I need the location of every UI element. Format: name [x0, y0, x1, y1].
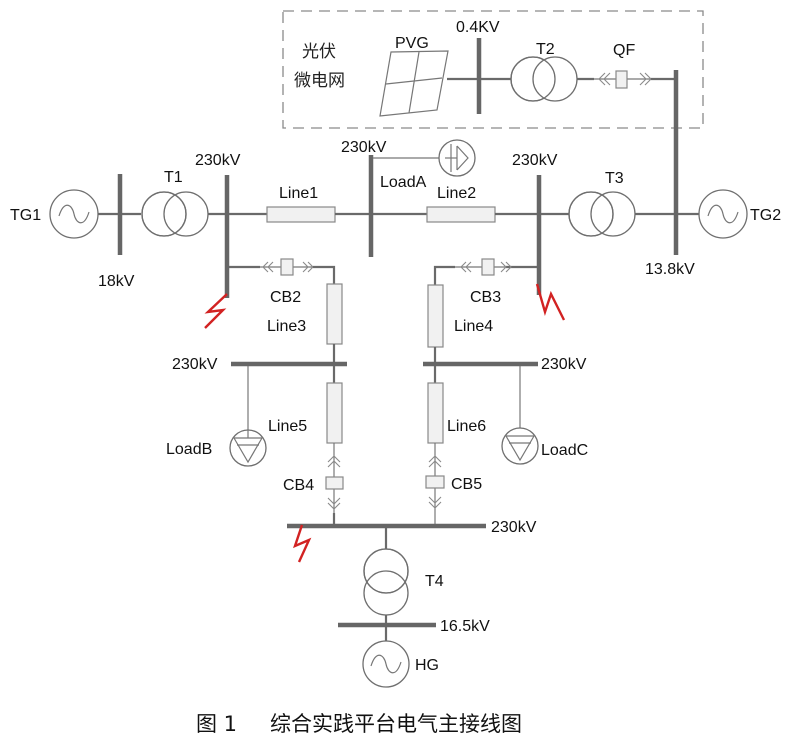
- figure-number: 图 1: [196, 712, 237, 736]
- breaker-cb3-label: CB3: [470, 289, 501, 306]
- bus-0-4kv-label: 0.4KV: [456, 19, 500, 36]
- breaker-cb5-icon: [425, 443, 445, 526]
- transformer-t1-label: T1: [164, 169, 183, 186]
- transformer-t2-label: T2: [536, 41, 555, 58]
- line2-icon: [426, 206, 496, 223]
- breaker-qf-label: QF: [613, 42, 635, 59]
- generator-tg2-icon: [698, 189, 748, 239]
- line4-label: Line4: [454, 318, 493, 335]
- generator-hg-icon: [362, 640, 410, 688]
- microgrid-boundary: [282, 10, 704, 129]
- line6-label: Line6: [447, 418, 486, 435]
- line3-label: Line3: [267, 318, 306, 335]
- breaker-cb3-icon: [453, 258, 512, 276]
- breaker-cb5-label: CB5: [451, 476, 482, 493]
- bus-loadc-230kv-label: 230kV: [541, 356, 587, 373]
- transformer-t3-icon: [568, 191, 636, 237]
- microgrid-label-line1: 光伏: [302, 42, 336, 62]
- bus-13-8kv-label: 13.8kV: [645, 261, 695, 278]
- line5-icon: [326, 382, 343, 444]
- line1-icon: [266, 206, 336, 223]
- bus-loadb-230kv-label: 230kV: [172, 356, 218, 373]
- fault-marker-t1-bus: [204, 293, 228, 329]
- line4-icon: [427, 284, 444, 348]
- line2-label: Line2: [437, 185, 476, 202]
- load-c-label: LoadC: [541, 442, 588, 459]
- load-b-label: LoadB: [166, 441, 212, 458]
- breaker-qf-icon: [594, 70, 658, 89]
- bus-bottom-230kv-label: 230kV: [491, 519, 537, 536]
- breaker-cb4-icon: [325, 443, 344, 513]
- transformer-t1-icon: [141, 191, 209, 237]
- microgrid-label-line2: 微电网: [294, 71, 345, 91]
- pv-label: PVG: [395, 35, 429, 52]
- breaker-cb2-label: CB2: [270, 289, 301, 306]
- transformer-t2-icon: [510, 56, 578, 102]
- bus-18kv-label: 18kV: [98, 273, 135, 290]
- bus-t3-230kv-label: 230kV: [512, 152, 558, 169]
- line6-icon: [427, 382, 444, 444]
- generator-tg2-label: TG2: [750, 207, 781, 224]
- pv-microgrid: 光伏 微电网 PVG 0.4KV T2 QF: [282, 10, 704, 129]
- generator-tg1-label: TG1: [10, 207, 41, 224]
- figure-caption: 综合实践平台电气主接线图: [270, 712, 522, 736]
- bus-t1-230kv-label: 230kV: [195, 152, 241, 169]
- fault-marker-t3-bus: [535, 283, 566, 321]
- fault-marker-bottom-bus: [293, 524, 312, 563]
- pv-panel-icon: [379, 50, 449, 117]
- load-b-icon: [229, 429, 267, 467]
- line5-label: Line5: [268, 418, 307, 435]
- bus-16-5kv-label: 16.5kV: [440, 618, 490, 635]
- generator-tg1-icon: [49, 189, 99, 239]
- breaker-cb2-icon: [260, 258, 316, 276]
- line1-label: Line1: [279, 185, 318, 202]
- transformer-t4-icon: [363, 548, 409, 616]
- breaker-cb4-label: CB4: [283, 477, 314, 494]
- transformer-t4-label: T4: [425, 573, 444, 590]
- transformer-t3-label: T3: [605, 170, 624, 187]
- load-c-icon: [501, 427, 539, 465]
- load-a-icon: [438, 139, 476, 177]
- line3-icon: [326, 283, 343, 345]
- bus-center-230kv-label: 230kV: [341, 139, 387, 156]
- generator-hg-label: HG: [415, 657, 439, 674]
- load-a-label: LoadA: [380, 174, 427, 191]
